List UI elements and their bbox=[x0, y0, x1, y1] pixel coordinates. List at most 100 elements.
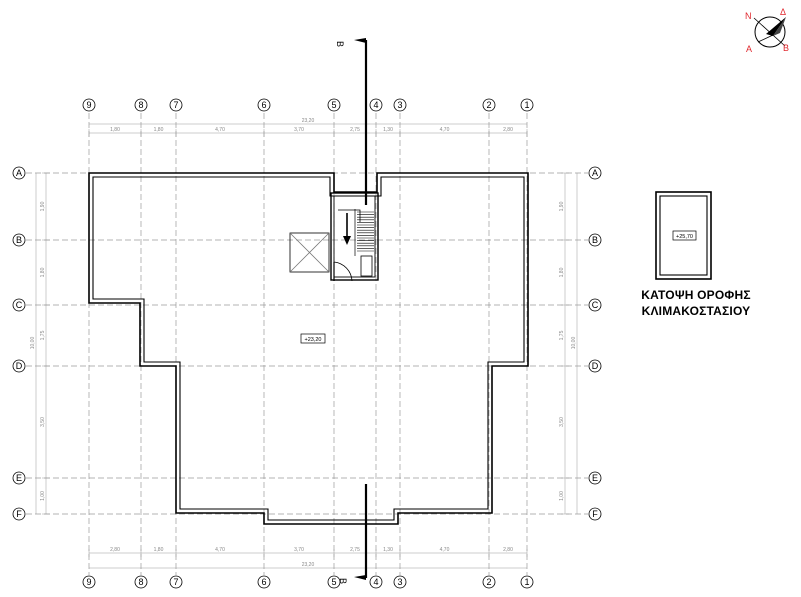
grid-label-col-2-bottom: 2 bbox=[486, 577, 491, 587]
grid-label-col-8-top: 8 bbox=[138, 100, 143, 110]
grid-label-row-A-left: A bbox=[16, 168, 22, 178]
stair-treads bbox=[357, 211, 374, 252]
grid-label-row-F-right: F bbox=[592, 509, 598, 519]
grid-label-row-D-right: D bbox=[592, 361, 599, 371]
grid-label-row-B-left: B bbox=[16, 235, 22, 245]
bottom-dim-total-label: 23,20 bbox=[302, 562, 315, 568]
compass-east: Δ bbox=[780, 7, 786, 17]
grid-bubble-col-3-top bbox=[393, 98, 407, 112]
section-bottom-arrow bbox=[354, 575, 366, 580]
compass bbox=[753, 16, 786, 48]
grid-bubble-row-F-left bbox=[12, 507, 26, 521]
stair-roof-elevation-box bbox=[672, 230, 697, 241]
right-dim-segment-label: 1,75 bbox=[559, 330, 565, 340]
bottom-dim-segment-label: 2,80 bbox=[110, 547, 120, 553]
left-dim-total-label: 10,00 bbox=[30, 337, 36, 350]
grid-label-col-1-bottom: 1 bbox=[524, 577, 529, 587]
grid-label-row-D-left: D bbox=[16, 361, 23, 371]
grid-label-col-4-bottom: 4 bbox=[373, 577, 378, 587]
grid-bubble-col-9-top bbox=[82, 98, 96, 112]
left-dim-segment-label: 1,75 bbox=[40, 330, 46, 340]
bottom-dim-segment-label: 1,30 bbox=[383, 547, 393, 553]
grid-bubble-col-4-top bbox=[369, 98, 383, 112]
bottom-dim-segment-label: 2,80 bbox=[503, 547, 513, 553]
top-dim-segment-label: 2,80 bbox=[503, 127, 513, 133]
grid-bubble-col-1-bottom bbox=[520, 575, 534, 589]
top-dim-segment-label: 4,70 bbox=[440, 127, 450, 133]
stair-roof-inner bbox=[659, 195, 708, 276]
right-dim-total-label: 10,00 bbox=[571, 337, 577, 350]
compass-north: N bbox=[745, 11, 752, 21]
bottom-dim-segment-label: 3,70 bbox=[294, 547, 304, 553]
top-dim-segment-label: 4,70 bbox=[215, 127, 225, 133]
grid-label-col-9-top: 9 bbox=[86, 100, 91, 110]
grid-bubble-col-2-bottom bbox=[482, 575, 496, 589]
grid-label-row-F-left: F bbox=[16, 509, 22, 519]
stair-ledge bbox=[360, 255, 373, 277]
drawing-title-line-2: ΚΛΙΜΑΚΟΣΤΑΣΙΟΥ bbox=[641, 304, 751, 318]
right-dim-segment-label: 1,80 bbox=[559, 267, 565, 277]
grid-label-row-C-right: C bbox=[592, 300, 599, 310]
grid-label-col-9-bottom: 9 bbox=[86, 577, 91, 587]
right-dim-segment-label: 1,90 bbox=[559, 201, 565, 211]
outline-outer bbox=[88, 172, 529, 525]
main-roof-elevation: +23,20 bbox=[300, 333, 326, 344]
grid-label-col-6-top: 6 bbox=[261, 100, 266, 110]
grid-bubble-row-C-right bbox=[588, 298, 602, 312]
grid-label-col-5-bottom: 5 bbox=[331, 577, 336, 587]
section-line bbox=[354, 38, 368, 580]
left-dim-segment-label: 1,00 bbox=[40, 491, 46, 501]
left-dim-segment-label: 1,80 bbox=[40, 267, 46, 277]
compass-circle bbox=[754, 16, 786, 48]
grid-bubble-col-7-top bbox=[169, 98, 183, 112]
bottom-dim-segment-label: 1,80 bbox=[154, 547, 164, 553]
top-dim-total-label: 23,20 bbox=[302, 118, 315, 124]
grid-bubble-col-8-bottom bbox=[134, 575, 148, 589]
grid-label-col-3-top: 3 bbox=[397, 100, 402, 110]
top-dim-segment-label: 1,80 bbox=[154, 127, 164, 133]
section-marker-top: B bbox=[335, 41, 345, 47]
grid-label-col-4-top: 4 bbox=[373, 100, 378, 110]
grid-bubble-col-5-top bbox=[327, 98, 341, 112]
top-dim-segment-label: 1,30 bbox=[383, 127, 393, 133]
stair-enclosure-outer bbox=[330, 192, 379, 281]
grid-bubble-col-6-bottom bbox=[257, 575, 271, 589]
grid-bubble-col-8-top bbox=[134, 98, 148, 112]
drawing-title-line-1: ΚΑΤΟΨΗ ΟΡΟΦΗΣ bbox=[641, 288, 751, 302]
grid-label-row-C-left: C bbox=[16, 300, 23, 310]
grid-label-col-2-top: 2 bbox=[486, 100, 491, 110]
grid-bubble-row-B-right bbox=[588, 233, 602, 247]
stair-enclosure-inner bbox=[333, 195, 376, 278]
grid-label-row-B-right: B bbox=[592, 235, 598, 245]
grid-bubble-col-7-bottom bbox=[169, 575, 183, 589]
stair-arrow-head bbox=[343, 236, 351, 245]
grid-bubble-row-E-right bbox=[588, 471, 602, 485]
grid-bubble-row-D-right bbox=[588, 359, 602, 373]
building-outline bbox=[88, 172, 529, 525]
grid-bubble-row-B-left bbox=[12, 233, 26, 247]
grid-bubble-row-A-left bbox=[12, 166, 26, 180]
stair-roof-elevation-text: +25,70 bbox=[676, 234, 693, 240]
grid-bubble-row-E-left bbox=[12, 471, 26, 485]
bottom-dim-segment-label: 4,70 bbox=[215, 547, 225, 553]
grid-label-row-E-right: E bbox=[592, 473, 598, 483]
grid-bubble-col-4-bottom bbox=[369, 575, 383, 589]
stair-core bbox=[330, 192, 379, 282]
left-dim-segment-label: 3,50 bbox=[40, 417, 46, 427]
grid-label-col-7-bottom: 7 bbox=[173, 577, 178, 587]
top-dim-segment-label: 1,80 bbox=[110, 127, 120, 133]
top-dim-segment-label: 3,70 bbox=[294, 127, 304, 133]
grid-bubble-row-D-left bbox=[12, 359, 26, 373]
right-dim-segment-label: 3,50 bbox=[559, 417, 565, 427]
grid-label-col-5-top: 5 bbox=[331, 100, 336, 110]
grid-bubble-col-1-top bbox=[520, 98, 534, 112]
left-dim-segment-label: 1,90 bbox=[40, 201, 46, 211]
grid-bubble-row-A-right bbox=[588, 166, 602, 180]
stair-roof-plan bbox=[655, 191, 712, 280]
grid-bubble-row-C-left bbox=[12, 298, 26, 312]
grid-label-col-3-bottom: 3 bbox=[397, 577, 402, 587]
grid-bubble-col-6-top bbox=[257, 98, 271, 112]
shaft-opening bbox=[289, 232, 330, 273]
